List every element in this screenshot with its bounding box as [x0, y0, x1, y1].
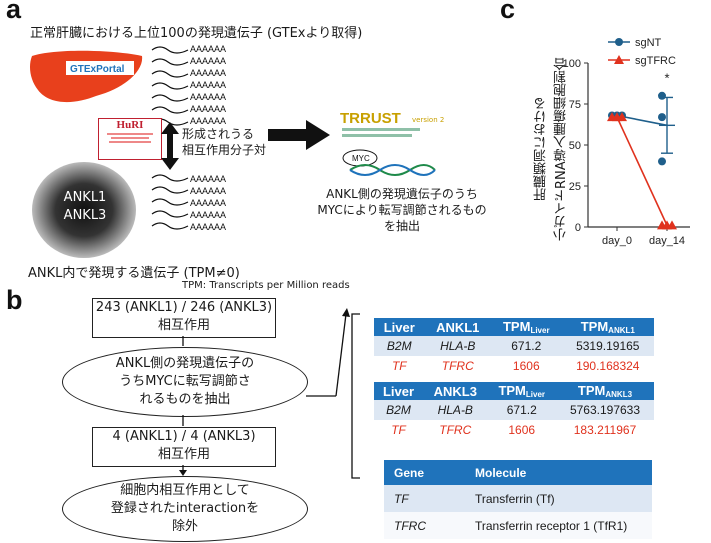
polya-label: AAAAAA: [190, 56, 227, 66]
flow-step-2-oval: ANKL側の発現遺伝子の うちMYCに転写調節さ れるものを抽出: [62, 347, 308, 417]
huri-logo-text: HuRI: [116, 119, 144, 131]
y-tick-label: 25: [569, 181, 581, 193]
col-header: TPMANKL1: [561, 318, 654, 336]
x-tick-label: day_14: [649, 235, 685, 247]
gene-molecule-table: Gene Molecule TF Transferrin (Tf) TFRC T…: [384, 460, 652, 539]
polya-label: AAAAAA: [190, 104, 227, 114]
panel-a-bottom-label: ANKL内で発現する遺伝子 (TPM≠0): [28, 266, 240, 281]
huri-logo: HuRI: [98, 118, 162, 160]
table-row: TFRC Transferrin receptor 1 (TfR1): [384, 512, 652, 539]
data-point-sgNT: [658, 157, 666, 166]
col-header: Gene: [384, 460, 465, 485]
tpm-table-ankl1: Liver ANKL1 TPMLiver TPMANKL1 B2M HLA-B …: [374, 318, 654, 376]
col-header: TPMANKL3: [555, 382, 654, 400]
y-tick-label: 50: [569, 140, 581, 152]
legend-label: sgNT: [635, 37, 662, 49]
y-tick-label: 75: [569, 99, 581, 111]
table-row: TF Transferrin (Tf): [384, 485, 652, 512]
data-point-sgNT: [658, 113, 666, 122]
col-header: TPMLiver: [487, 382, 556, 400]
mrna-strands-top: [151, 46, 189, 126]
flow-step-3-box: 4 (ANKL1) / 4 (ANKL3) 相互作用: [92, 427, 276, 467]
dot-plot-chart: 0 25 50 75 100 day_0 day_14 * sgNT sgTFRC: [563, 37, 690, 247]
data-point-sgTFRC: [667, 220, 677, 230]
legend-marker: [614, 55, 624, 64]
data-point-sgTFRC: [617, 112, 627, 122]
col-header: Molecule: [465, 460, 652, 485]
polya-label: AAAAAA: [190, 210, 227, 220]
col-header: Liver: [374, 382, 424, 400]
significance-star: *: [664, 71, 669, 86]
polya-label: AAAAAA: [190, 186, 227, 196]
polya-label: AAAAAA: [190, 116, 227, 126]
data-point-sgNT: [658, 91, 666, 100]
ankl-cell: [32, 162, 136, 258]
col-header: ANKL1: [424, 318, 491, 336]
col-header: TPMLiver: [490, 318, 562, 336]
polya-label: AAAAAA: [190, 92, 227, 102]
interaction-pairs-label: 形成されうる 相互作用分子対: [182, 127, 267, 157]
mrna-strands-bottom: [151, 174, 189, 230]
table-row: B2M HLA-B 671.2 5763.197633: [374, 400, 654, 420]
gtex-liver-logo: GTExPortal: [30, 50, 143, 103]
polya-label: AAAAAA: [190, 198, 227, 208]
x-tick-label: day_0: [602, 235, 632, 247]
gtex-logo-text: GTExPortal: [70, 64, 125, 75]
series-mean-line: [616, 116, 668, 226]
polya-label: AAAAAA: [190, 44, 227, 54]
table-row: TF TFRC 1606 183.211967: [374, 420, 654, 440]
flow-connectors: [179, 308, 360, 479]
myc-label: MYC: [352, 154, 370, 163]
col-header: Liver: [374, 318, 425, 336]
polya-label: AAAAAA: [190, 80, 227, 90]
tpm-note: TPM: Transcripts per Million reads: [182, 280, 350, 291]
table-row: TF TFRC 1606 190.168324: [374, 356, 654, 376]
y-tick-label: 100: [563, 58, 581, 70]
polya-label: AAAAAA: [190, 68, 227, 78]
trrust-version: version 2: [412, 116, 445, 124]
extraction-result-text: ANKL側の発現遺伝子のうち MYCにより転写調節されるものを抽出: [317, 187, 487, 233]
right-arrow-icon: [268, 120, 330, 150]
double-arrow-icon: [161, 122, 179, 170]
col-header: ANKL3: [423, 382, 488, 400]
panel-c-letter: c: [500, 0, 516, 24]
trrust-subtitle-line: [342, 128, 420, 131]
myc-dna-icon: MYC: [342, 149, 436, 176]
legend-label: sgTFRC: [635, 55, 676, 67]
polya-label: AAAAAA: [190, 222, 227, 232]
trrust-logo-text: TRRUST: [340, 110, 401, 127]
panel-b-letter: b: [6, 285, 23, 315]
cell-labels: ANKL1 ANKL3: [63, 190, 107, 223]
panel-a-top-label: 正常肝臓における上位100の発現遺伝子 (GTExより取得): [30, 26, 363, 41]
legend-marker: [615, 38, 623, 46]
tpm-table-ankl3: Liver ANKL3 TPMLiver TPMANKL3 B2M HLA-B …: [374, 382, 654, 440]
flow-step-4-oval: 細胞内相互作用として 登録されたinteractionを 除外: [62, 476, 308, 542]
trrust-subtitle-line: [342, 134, 412, 137]
table-row: B2M HLA-B 671.2 5319.19165: [374, 336, 654, 356]
polya-label: AAAAAA: [190, 174, 227, 184]
flow-step-1-box: 243 (ANKL1) / 246 (ANKL3) 相互作用: [92, 298, 276, 338]
panel-a-letter: a: [6, 0, 22, 24]
y-tick-label: 0: [575, 222, 581, 234]
